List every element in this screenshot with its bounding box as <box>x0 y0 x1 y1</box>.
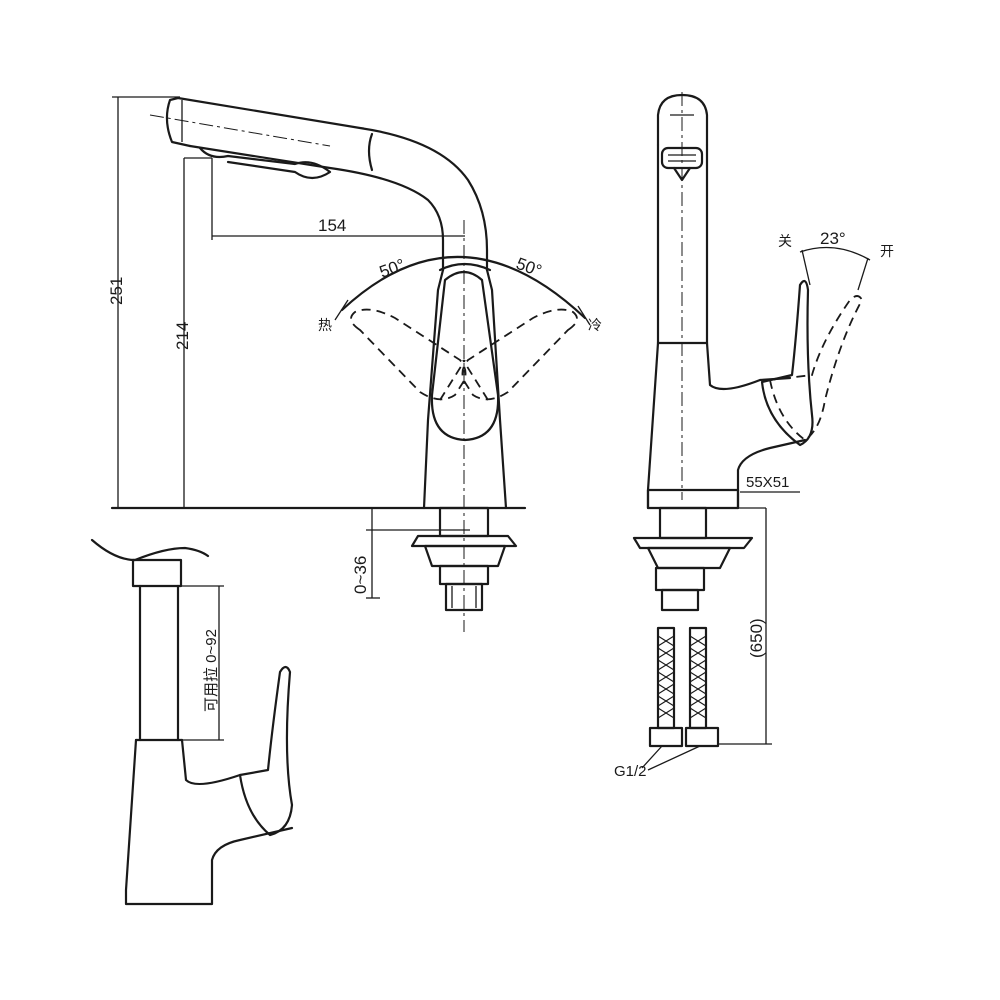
side-base <box>646 488 740 510</box>
side-view <box>632 92 871 771</box>
hose-nut-right <box>684 726 720 748</box>
side-body-lower <box>736 438 807 510</box>
side-nut-lower <box>654 566 706 592</box>
detail-lever <box>238 665 294 837</box>
body-outline <box>422 268 508 510</box>
g12-leader-2 <box>647 745 701 771</box>
washer <box>410 534 518 548</box>
side-nut <box>646 546 732 570</box>
shank-end <box>444 582 484 612</box>
side-lever-open <box>768 295 864 442</box>
dim-154-label: 154 <box>318 216 346 235</box>
side-washer <box>632 536 754 550</box>
hose-braid-left <box>657 635 675 719</box>
arc-tick-right <box>577 305 591 326</box>
spout-bottom-edge <box>188 144 445 272</box>
pullout-detail-view <box>90 538 294 906</box>
detail-break-line <box>90 538 210 562</box>
angle-left-label: 50° <box>377 255 408 282</box>
side-fitting <box>660 588 700 612</box>
side-shank <box>658 506 708 540</box>
angle-ext-2 <box>857 257 869 291</box>
g12-leader-1 <box>641 745 663 769</box>
handle-angle-label: 23° <box>820 229 846 248</box>
dim-214-label: 214 <box>173 322 192 350</box>
lever-cold-dashed <box>461 308 578 401</box>
detail-top-block <box>131 558 183 588</box>
thread-label: G1/2 <box>614 763 647 780</box>
spout-joint <box>367 132 374 172</box>
dash-cross-1 <box>439 359 466 401</box>
spout-top-edge <box>176 96 489 272</box>
arc-tick-left <box>334 299 349 321</box>
hose-length-label: (650) <box>747 618 766 658</box>
angle-right-label: 50° <box>514 254 545 281</box>
spout-nozzle <box>165 96 192 148</box>
front-view <box>110 96 591 632</box>
hot-label: 热 <box>318 318 332 334</box>
angle-arc-23 <box>799 246 871 261</box>
close-label: 关 <box>778 234 792 250</box>
side-lever-closed <box>760 279 814 447</box>
hose-nut-left <box>648 726 684 748</box>
deck-thickness-label: 0~36 <box>351 556 370 594</box>
nut-body <box>423 544 507 568</box>
pull-handle <box>198 146 332 180</box>
base-size-label: 55X51 <box>746 474 789 491</box>
hose-braid-right <box>689 635 707 719</box>
swing-arc <box>340 255 587 320</box>
dash-cross-2 <box>462 359 489 401</box>
lever-front <box>430 270 500 442</box>
dim-251-label: 251 <box>107 277 126 305</box>
open-label: 开 <box>880 244 894 260</box>
spout-centerline <box>149 114 331 147</box>
lever-hot-dashed <box>350 308 467 401</box>
cold-label: 冷 <box>588 318 602 334</box>
angle-ext-1 <box>801 249 811 286</box>
detail-body <box>124 738 294 906</box>
detail-body-upper <box>180 738 242 786</box>
body-top <box>438 262 492 272</box>
pullout-range-label: 可用拉 0~92 <box>203 629 220 712</box>
